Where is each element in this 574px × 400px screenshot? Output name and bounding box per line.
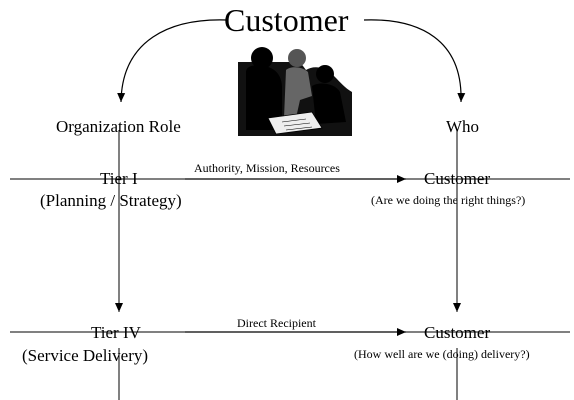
curve-arrow-right [363, 19, 466, 103]
people-meeting-icon [238, 47, 352, 137]
tier4-customer: Customer [424, 323, 491, 342]
tier1-link-label: Authority, Mission, Resources [194, 161, 340, 175]
tier1-description: (Planning / Strategy) [40, 191, 182, 210]
heading-who: Who [446, 117, 480, 136]
tier4-description: (Service Delivery) [22, 346, 149, 365]
tier4-question: (How well are we (doing) delivery?) [354, 347, 530, 361]
tier4-name: Tier IV [91, 323, 141, 342]
tier1-customer: Customer [424, 169, 491, 188]
tier1-name: Tier I [100, 169, 138, 188]
heading-organization-role: Organization Role [56, 117, 181, 136]
curve-arrow-left [117, 19, 228, 103]
tier1-question: (Are we doing the right things?) [371, 193, 526, 207]
diagram-title: Customer [224, 2, 349, 38]
tier4-link-label: Direct Recipient [237, 316, 316, 330]
